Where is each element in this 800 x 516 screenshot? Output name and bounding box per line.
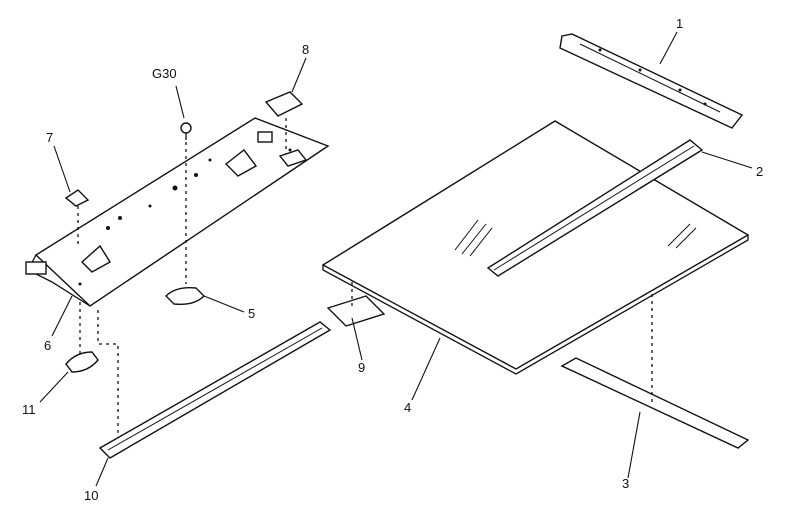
part-9-pad bbox=[326, 282, 386, 361]
part-8-bracket bbox=[264, 57, 308, 167]
label-8: 8 bbox=[302, 42, 309, 57]
part-1-strip bbox=[559, 31, 744, 129]
part-2-rail bbox=[486, 139, 753, 277]
label-2: 2 bbox=[756, 164, 763, 179]
part-4-glass bbox=[321, 120, 750, 401]
part-6-plate bbox=[25, 117, 330, 337]
part-10-rail bbox=[95, 321, 332, 487]
label-3: 3 bbox=[622, 476, 629, 491]
label-7: 7 bbox=[46, 130, 53, 145]
label-9: 9 bbox=[358, 360, 365, 375]
g30-screw bbox=[175, 85, 192, 284]
label-g30: G30 bbox=[152, 66, 177, 81]
part-5-clip bbox=[165, 286, 245, 313]
label-10: 10 bbox=[84, 488, 98, 503]
label-6: 6 bbox=[44, 338, 51, 353]
guide-line-rail bbox=[97, 310, 119, 440]
label-4: 4 bbox=[404, 400, 411, 415]
part-7-bracket bbox=[53, 145, 90, 248]
part-3-strip bbox=[560, 357, 750, 479]
part-11-clip bbox=[39, 302, 99, 403]
label-11: 11 bbox=[22, 402, 36, 417]
label-1: 1 bbox=[676, 16, 683, 31]
label-5: 5 bbox=[248, 306, 255, 321]
